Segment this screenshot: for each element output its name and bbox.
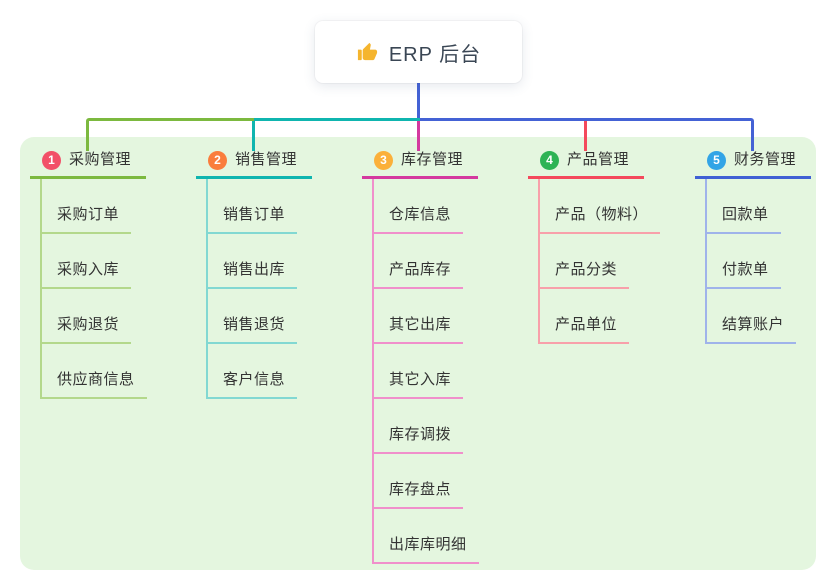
branch-number-badge: 4 [540, 150, 559, 170]
child-node[interactable]: 付款单 [707, 260, 781, 289]
child-node[interactable]: 其它出库 [374, 315, 464, 344]
branch-purchase: 1 采购管理 采购订单 采购入库 采购退货 供应商信息 [30, 148, 147, 399]
child-node[interactable]: 采购订单 [42, 205, 132, 234]
branch-label: 采购管理 [69, 151, 132, 168]
branch-node-inventory[interactable]: 3 库存管理 [362, 148, 478, 179]
child-node[interactable]: 产品单位 [540, 315, 630, 344]
branch-product: 4 产品管理 产品（物料） 产品分类 产品单位 [528, 148, 661, 344]
child-node[interactable]: 供应商信息 [42, 370, 147, 399]
branch-node-product[interactable]: 4 产品管理 [528, 148, 644, 179]
child-node[interactable]: 结算账户 [707, 315, 797, 344]
child-node[interactable]: 销售订单 [208, 205, 298, 234]
branch-drop-line-inventory [417, 121, 420, 151]
branch-sales: 2 销售管理 销售订单 销售出库 销售退货 客户信息 [196, 148, 312, 399]
branch-drop-line-purchase [86, 121, 89, 151]
branch-drop-line-finance [751, 121, 754, 151]
branch-label: 财务管理 [734, 151, 797, 168]
child-node[interactable]: 销售出库 [208, 260, 298, 289]
branch-children-product: 产品（物料） 产品分类 产品单位 [538, 179, 661, 344]
branch-node-sales[interactable]: 2 销售管理 [196, 148, 312, 179]
branch-children-purchase: 采购订单 采购入库 采购退货 供应商信息 [40, 179, 147, 399]
child-node[interactable]: 采购退货 [42, 315, 132, 344]
mindmap-canvas [20, 137, 816, 570]
branch-finance: 5 财务管理 回款单 付款单 结算账户 [695, 148, 811, 344]
root-node[interactable]: ERP 后台 [315, 21, 522, 83]
branch-number-badge: 2 [208, 150, 227, 170]
branch-drop-line-product [584, 121, 587, 151]
child-node[interactable]: 出库库明细 [374, 535, 479, 564]
branch-node-finance[interactable]: 5 财务管理 [695, 148, 811, 179]
branch-number-badge: 5 [707, 150, 726, 170]
child-node[interactable]: 产品（物料） [540, 205, 661, 234]
branch-node-purchase[interactable]: 1 采购管理 [30, 148, 146, 179]
child-node[interactable]: 回款单 [707, 205, 781, 234]
child-node[interactable]: 产品分类 [540, 260, 630, 289]
branch-label: 库存管理 [401, 151, 464, 168]
connector-horizontal-blue [420, 118, 754, 121]
child-node[interactable]: 其它入库 [374, 370, 464, 399]
branch-inventory: 3 库存管理 仓库信息 产品库存 其它出库 其它入库 库存调拨 库存盘点 出库库… [362, 148, 479, 564]
branch-drop-line-sales [252, 121, 255, 151]
branch-children-finance: 回款单 付款单 结算账户 [705, 179, 797, 344]
connector-horizontal-green [86, 118, 254, 121]
branch-number-badge: 1 [42, 150, 61, 170]
thumbs-up-icon [356, 41, 379, 64]
child-node[interactable]: 仓库信息 [374, 205, 464, 234]
child-node[interactable]: 销售退货 [208, 315, 298, 344]
branch-number-badge: 3 [374, 150, 393, 170]
branch-children-sales: 销售订单 销售出库 销售退货 客户信息 [206, 179, 298, 399]
connector-horizontal-teal [254, 118, 420, 121]
root-connector-line [417, 83, 420, 121]
child-node[interactable]: 产品库存 [374, 260, 464, 289]
root-node-label: ERP 后台 [388, 43, 482, 66]
branch-children-inventory: 仓库信息 产品库存 其它出库 其它入库 库存调拨 库存盘点 出库库明细 [372, 179, 479, 564]
child-node[interactable]: 客户信息 [208, 370, 298, 399]
branch-label: 产品管理 [567, 151, 630, 168]
branch-label: 销售管理 [235, 151, 298, 168]
child-node[interactable]: 采购入库 [42, 260, 132, 289]
child-node[interactable]: 库存调拨 [374, 425, 464, 454]
child-node[interactable]: 库存盘点 [374, 480, 464, 509]
